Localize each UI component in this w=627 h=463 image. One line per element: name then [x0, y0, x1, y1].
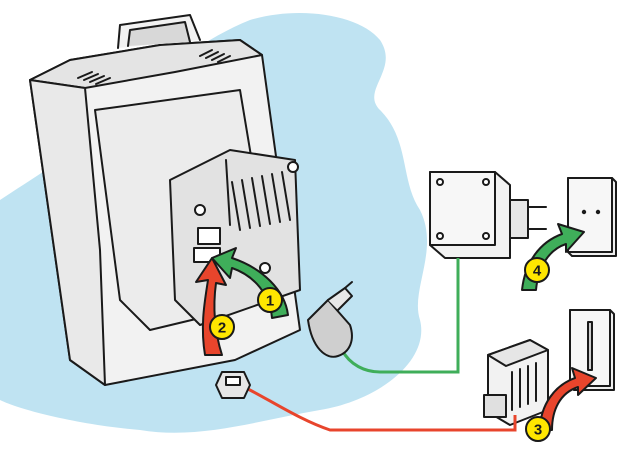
red-phone-cable [245, 386, 517, 432]
power-wall-socket [567, 177, 617, 257]
red-arrow-step-3 [539, 367, 597, 431]
step-badge-2: 2 [209, 314, 235, 340]
step-badge-circle [257, 287, 283, 313]
phone-wall-socket-adapter [483, 339, 549, 426]
step-number: 1 [266, 293, 274, 310]
step-number: 2 [218, 320, 226, 337]
answering-machine-device [29, 14, 301, 386]
dc-power-plug [307, 281, 353, 358]
green-power-cable [340, 258, 460, 374]
phone-wall-socket [569, 309, 615, 391]
phone-line-plug [215, 371, 251, 399]
power-adapter [429, 171, 547, 259]
step-badge-4: 4 [524, 257, 550, 283]
step-badge-1: 1 [257, 287, 283, 313]
step-number: 4 [533, 263, 542, 280]
step-number: 3 [534, 422, 542, 439]
step-badge-circle [209, 314, 235, 340]
step-badge-3: 3 [525, 416, 551, 442]
step-badge-circle [524, 257, 550, 283]
step-badge-circle [525, 416, 551, 442]
